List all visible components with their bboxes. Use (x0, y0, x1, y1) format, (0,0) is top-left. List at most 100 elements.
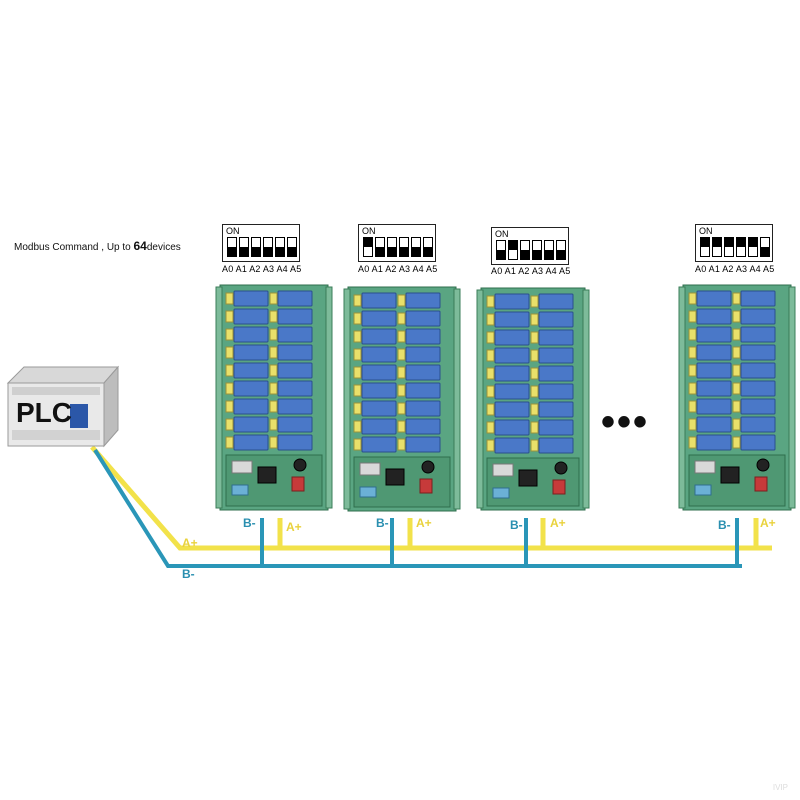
b-minus-label-1: B- (243, 516, 256, 530)
terminal (397, 438, 406, 451)
terminal (688, 292, 697, 305)
dip-switch-knob (509, 241, 517, 250)
terminal (269, 382, 278, 395)
relay (696, 326, 732, 343)
watermark: IVIP (772, 783, 788, 792)
relay (494, 365, 530, 382)
relay (405, 400, 441, 417)
dip-switch-lever (748, 237, 758, 257)
chip (257, 466, 277, 484)
terminal (732, 364, 741, 377)
dip-switch-knob (557, 250, 565, 259)
relay (696, 308, 732, 325)
terminal (688, 418, 697, 431)
a-plus-label-3: A+ (550, 516, 566, 530)
terminal (732, 310, 741, 323)
dip-pins-3: A0 A1 A2 A3 A4 A5 (491, 266, 571, 276)
relay-board-4 (678, 284, 796, 511)
dip-switch-lever (363, 237, 373, 257)
terminal (688, 436, 697, 449)
terminal (353, 438, 362, 451)
dip-switch-knob (749, 238, 757, 247)
chip (720, 466, 740, 484)
terminal (530, 313, 539, 326)
terminal (225, 346, 234, 359)
dip-switch-lever (239, 237, 249, 257)
dip-switch-knob (240, 247, 248, 256)
bus-connector (492, 487, 510, 499)
terminal (688, 310, 697, 323)
terminal (353, 330, 362, 343)
relay (233, 416, 269, 433)
dip-switch-knob (412, 247, 420, 256)
relay (494, 437, 530, 454)
terminal (530, 295, 539, 308)
terminal (688, 364, 697, 377)
dip-switch-knob (288, 247, 296, 256)
relay (740, 416, 776, 433)
dip-switch-lever (399, 237, 409, 257)
dip-switch-knob (725, 238, 733, 247)
dip-switch-lever (712, 237, 722, 257)
dip-switch-knob (364, 238, 372, 247)
b-minus-label-3: B- (510, 518, 523, 532)
chip (518, 469, 538, 487)
relay (538, 365, 574, 382)
relay (277, 290, 313, 307)
terminal (225, 382, 234, 395)
relay (740, 380, 776, 397)
dip-pins-1: A0 A1 A2 A3 A4 A5 (222, 264, 302, 274)
relay (494, 311, 530, 328)
a-plus-label-4: A+ (760, 516, 776, 530)
terminal (269, 364, 278, 377)
relay (696, 416, 732, 433)
dip-on-label: ON (362, 226, 376, 236)
terminal (530, 367, 539, 380)
terminal (269, 346, 278, 359)
terminal (353, 366, 362, 379)
b-minus-label-2: B- (376, 516, 389, 530)
dip-switch-knob (497, 250, 505, 259)
relay (405, 328, 441, 345)
terminal (269, 436, 278, 449)
relay-board-2 (343, 286, 461, 512)
terminal (225, 292, 234, 305)
capacitor (421, 460, 435, 474)
relay (538, 419, 574, 436)
terminal (353, 294, 362, 307)
relay (361, 292, 397, 309)
relay (538, 437, 574, 454)
relay (538, 383, 574, 400)
relay-board-3 (476, 287, 590, 511)
relay (405, 364, 441, 381)
terminal (732, 346, 741, 359)
relay (277, 326, 313, 343)
caption-prefix: Modbus Command , Up to (14, 242, 134, 253)
dip-switch-knob (521, 250, 529, 259)
dip-switch-lever (532, 240, 542, 260)
dip-switch-knob (424, 247, 432, 256)
relay (494, 347, 530, 364)
relay (740, 326, 776, 343)
capacitor (756, 458, 770, 472)
relay (233, 344, 269, 361)
dip-switch-lever (287, 237, 297, 257)
terminal (353, 312, 362, 325)
terminal (688, 328, 697, 341)
terminal (530, 403, 539, 416)
terminal (732, 328, 741, 341)
dip-on-label: ON (226, 226, 240, 236)
relay (538, 347, 574, 364)
dip-switch-knob (400, 247, 408, 256)
terminal (486, 403, 495, 416)
relay (538, 293, 574, 310)
dip-switch-knob (264, 247, 272, 256)
relay (361, 400, 397, 417)
dip-switch-knob (761, 247, 769, 256)
dip-switch-knob (228, 247, 236, 256)
dip-switch-lever (520, 240, 530, 260)
dip-switch-lever (544, 240, 554, 260)
dip-switch-lever (387, 237, 397, 257)
terminal (530, 331, 539, 344)
